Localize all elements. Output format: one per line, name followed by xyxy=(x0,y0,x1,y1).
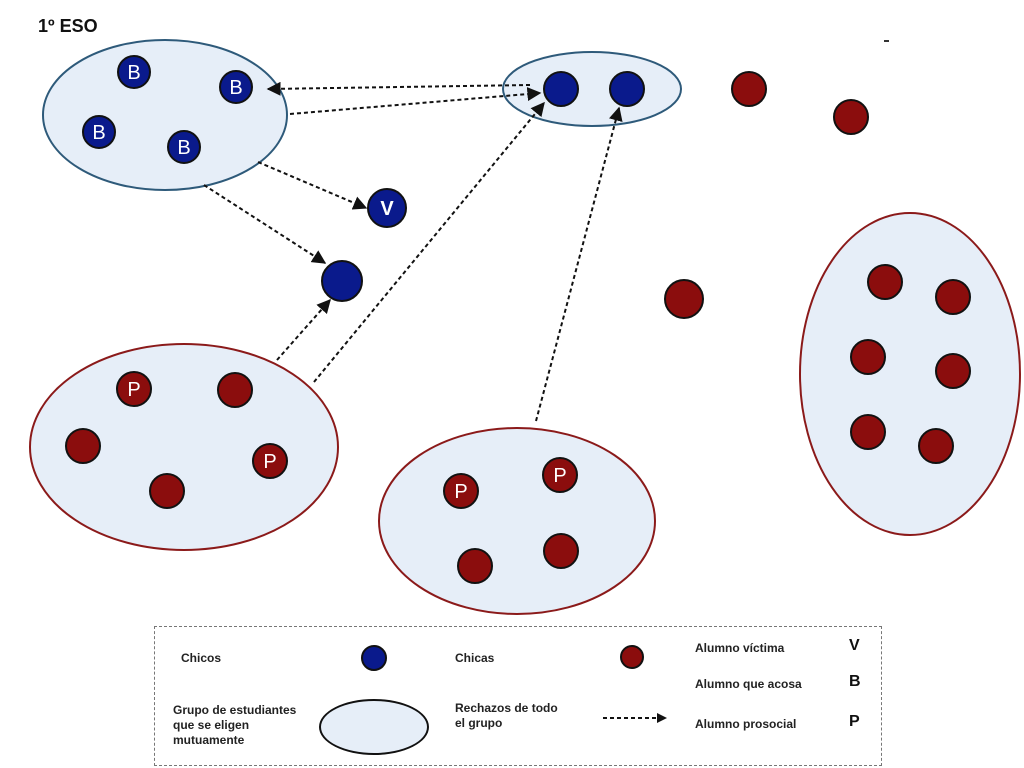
group-middle-girls xyxy=(378,427,656,615)
boy-node xyxy=(321,260,363,302)
rejection-arrow xyxy=(276,298,331,361)
girl-node xyxy=(850,339,886,375)
legend-bully-letter: B xyxy=(849,673,861,690)
girl-node xyxy=(935,353,971,389)
girl-node xyxy=(867,264,903,300)
legend-boys-label: Chicos xyxy=(181,651,222,665)
group-left-girls xyxy=(29,343,339,551)
node-letter: P xyxy=(553,465,566,487)
group-right-girls xyxy=(799,212,1021,536)
legend-victim-label: Alumno víctima xyxy=(695,641,785,655)
girl-node xyxy=(65,428,101,464)
legend-group-label: Grupo de estudiantes que se eligen mutua… xyxy=(173,703,297,747)
legend-prosocial-letter: P xyxy=(849,713,860,730)
legend-girl-symbol xyxy=(620,645,644,669)
girl-node xyxy=(149,473,185,509)
legend-bully-label: Alumno que acosa xyxy=(695,677,802,691)
stray-mark xyxy=(884,40,889,42)
girl-node xyxy=(543,533,579,569)
boy-node xyxy=(609,71,645,107)
boy-node xyxy=(543,71,579,107)
girl-node xyxy=(217,372,253,408)
legend-rejection-label: Rechazos de todo el grupo xyxy=(455,701,558,730)
girl-node-prosocial: P xyxy=(443,473,479,509)
girl-node xyxy=(731,71,767,107)
girl-node-prosocial: P xyxy=(252,443,288,479)
boy-node-bully: B xyxy=(117,55,151,89)
node-letter: B xyxy=(229,77,242,99)
group-bullies xyxy=(42,39,288,191)
girl-node xyxy=(918,428,954,464)
rejection-arrow xyxy=(203,184,327,264)
legend-girls-label: Chicas xyxy=(455,651,495,665)
boy-node-bully: B xyxy=(82,115,116,149)
node-letter: B xyxy=(177,137,190,159)
group-top-boys xyxy=(502,51,682,127)
legend-prosocial-label: Alumno prosocial xyxy=(695,717,797,731)
legend-boy-symbol xyxy=(361,645,387,671)
diagram-title: 1º ESO xyxy=(38,16,98,36)
girl-node xyxy=(850,414,886,450)
legend: Chicos Chicas Grupo de estudiantes que s… xyxy=(154,626,882,766)
node-letter: B xyxy=(92,122,105,144)
rejection-arrow xyxy=(257,161,368,210)
boy-node-bully: B xyxy=(167,130,201,164)
girl-node-prosocial: P xyxy=(116,371,152,407)
girl-node xyxy=(833,99,869,135)
node-letter: P xyxy=(263,451,276,473)
boy-node-bully: B xyxy=(219,70,253,104)
girl-node xyxy=(664,279,704,319)
girl-node-prosocial: P xyxy=(542,457,578,493)
girl-node xyxy=(457,548,493,584)
rejection-arrow xyxy=(289,87,542,115)
legend-rejection-arrow xyxy=(603,713,667,723)
node-letter: B xyxy=(127,62,140,84)
node-letter: P xyxy=(454,481,467,503)
rejection-arrow xyxy=(266,81,531,96)
node-letter: P xyxy=(127,379,140,401)
rejection-arrow xyxy=(535,106,623,422)
boy-node-victim: V xyxy=(367,188,407,228)
rejection-arrow xyxy=(313,101,545,383)
legend-group-symbol xyxy=(319,699,429,755)
girl-node xyxy=(935,279,971,315)
legend-victim-letter: V xyxy=(849,637,860,654)
node-letter: V xyxy=(380,198,394,220)
